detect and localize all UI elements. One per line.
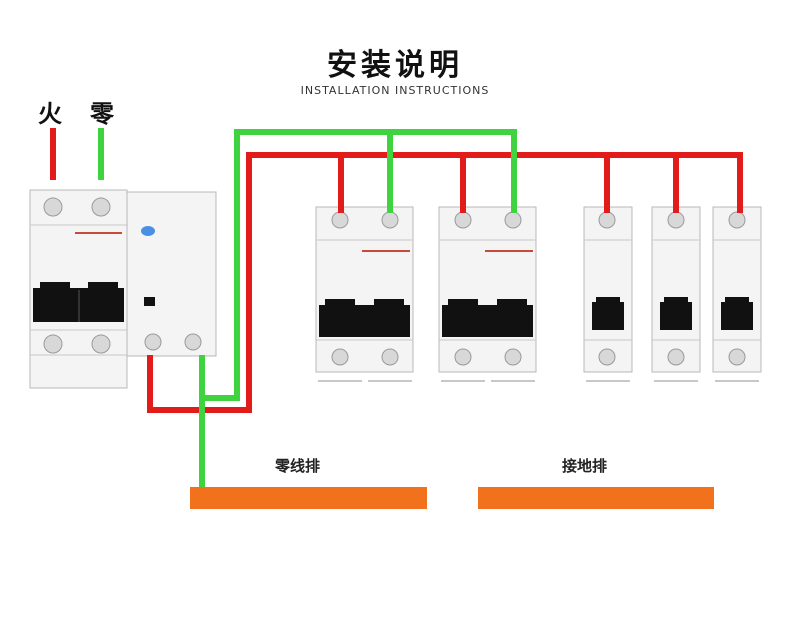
live-wiring xyxy=(50,128,743,413)
neutral-label: 零 xyxy=(90,100,114,128)
breaker-1p-1 xyxy=(583,206,633,373)
breaker-2p-2 xyxy=(438,206,537,373)
neutral-bar-label: 零线排 xyxy=(275,457,321,475)
leakage-module xyxy=(126,191,217,357)
neutral-bus-bar xyxy=(190,487,427,509)
neutral-wiring xyxy=(98,128,517,497)
main-breaker xyxy=(29,189,128,389)
page-title: 安装说明 xyxy=(327,48,463,83)
ground-bar-label: 接地排 xyxy=(562,457,608,475)
breaker-2p-1 xyxy=(315,206,414,373)
ground-bus-bar xyxy=(478,487,714,509)
live-label: 火 xyxy=(38,100,62,128)
page-subtitle: INSTALLATION INSTRUCTIONS xyxy=(300,84,490,97)
breaker-1p-2 xyxy=(651,206,701,373)
breaker-1p-3 xyxy=(712,206,762,373)
